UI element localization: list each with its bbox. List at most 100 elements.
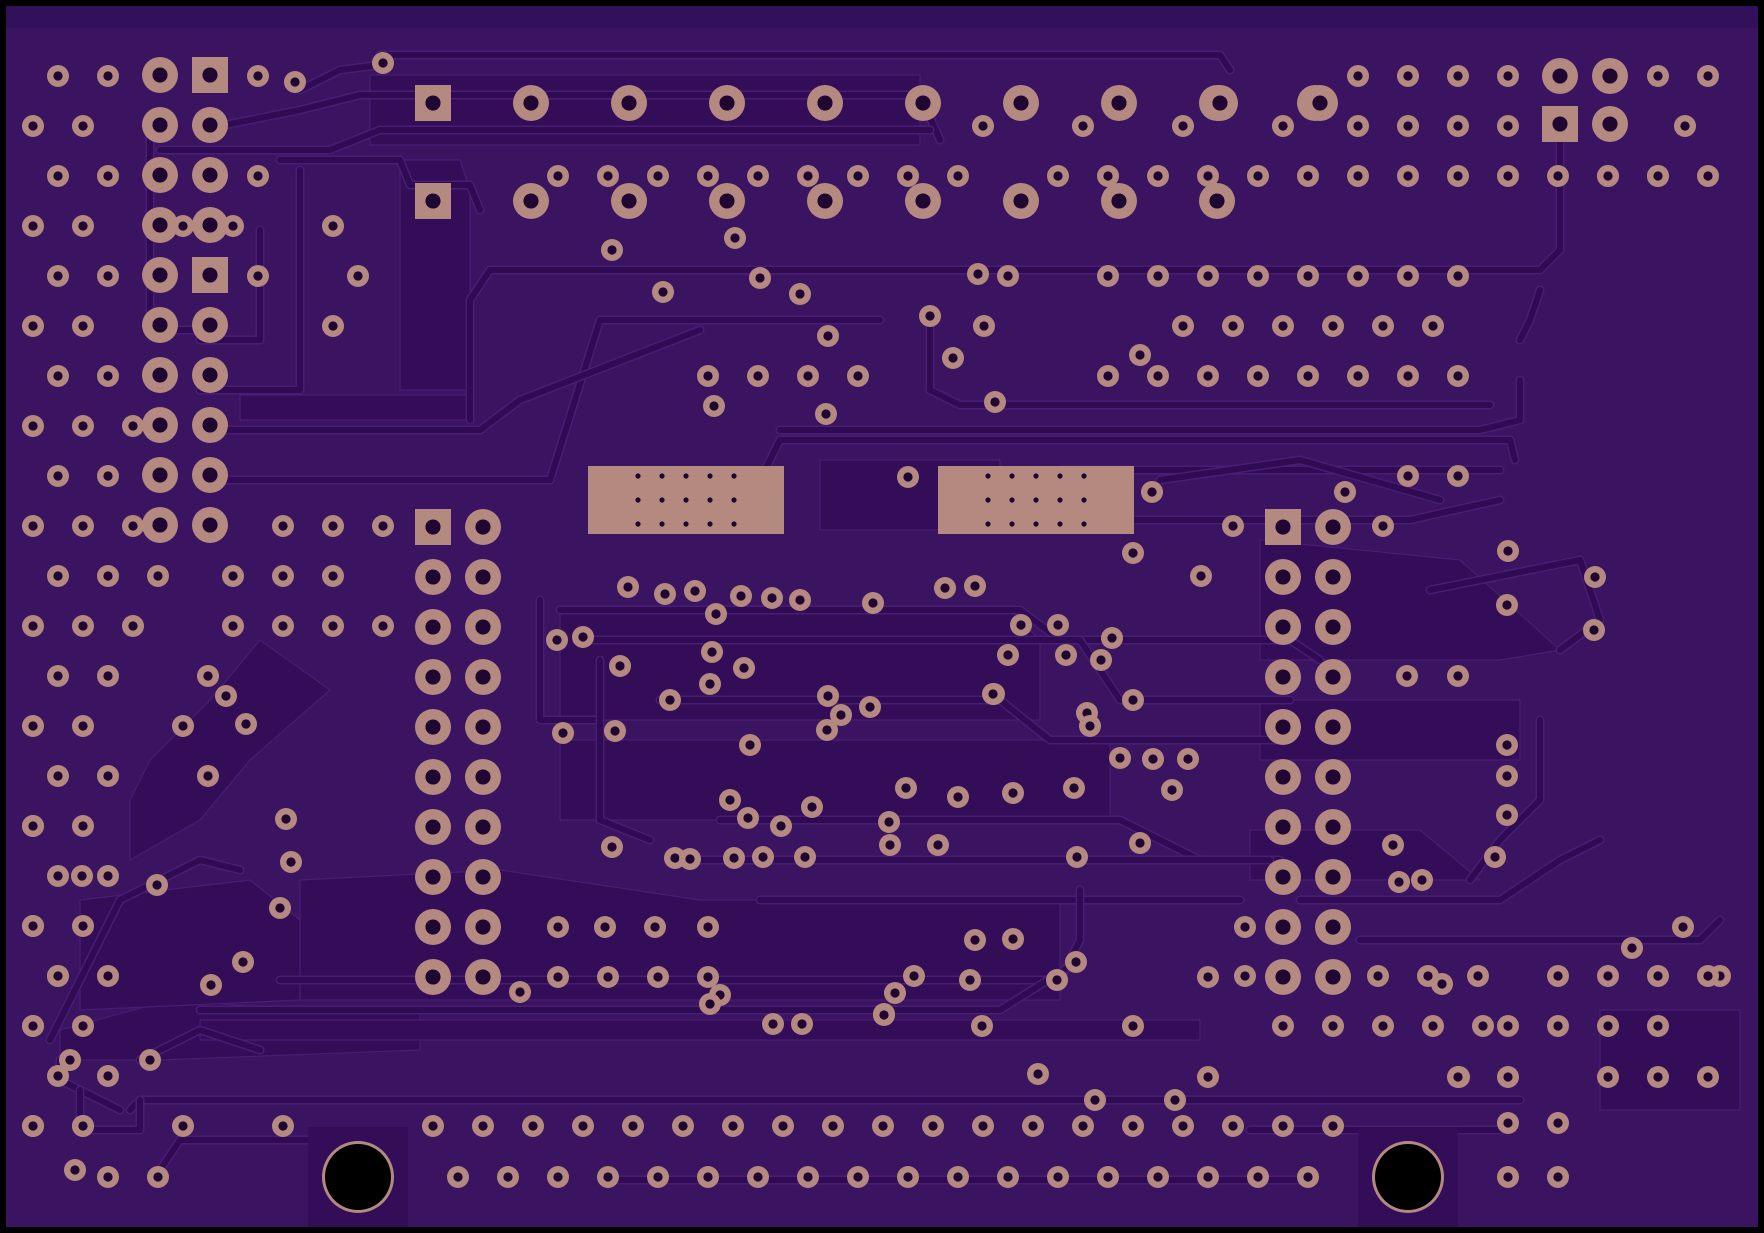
mid-via-drill [665, 695, 675, 705]
smd-via-0-1-1 [659, 497, 665, 503]
mid-via-drill [853, 371, 863, 381]
left-field-via-drill [103, 271, 113, 281]
left-field-via-drill [103, 771, 113, 781]
smd-via-0-2-2 [683, 521, 689, 527]
smd-via-0-0-0 [635, 473, 641, 479]
trace-9 [197, 317, 883, 483]
mid-via-drill [281, 814, 291, 824]
mid-via-drill [1394, 877, 1404, 887]
top-small-via-drill [703, 171, 713, 181]
mid-via-drill [658, 287, 668, 297]
left-field-via-drill [78, 1021, 88, 1031]
smd-via-0-0-1 [659, 473, 665, 479]
bottom-connector-drill [828, 1121, 838, 1131]
trace-15 [1127, 497, 1503, 523]
mid-via-drill [206, 980, 216, 990]
bottom-connector-drill [678, 1121, 688, 1131]
copper-pour-7 [559, 739, 1111, 821]
bottom-connector-drill [1253, 1172, 1263, 1182]
mid-via-drill [1502, 810, 1512, 820]
hdr-left-drill [152, 317, 168, 333]
left-misc-via-drill [328, 571, 338, 581]
top-small-via-drill [1153, 171, 1163, 181]
center-header-drill [425, 569, 441, 585]
mid-via-drill [973, 269, 983, 279]
hdr-left-drill [152, 217, 168, 233]
hdr-left-drill [202, 217, 218, 233]
mid-via-drill [1278, 1021, 1288, 1031]
left-misc-via-drill [253, 271, 263, 281]
trace-13 [757, 437, 1518, 483]
right-header-drill [1275, 869, 1291, 885]
top-small-via-drill [1603, 171, 1613, 181]
trace-34 [1357, 917, 1723, 943]
mid-via-drill [1183, 754, 1193, 764]
smd-via-0-0-3 [707, 473, 713, 479]
mid-via-drill [1378, 1021, 1388, 1031]
mid-via-drill [885, 840, 895, 850]
bottom-connector-drill [603, 1172, 613, 1182]
bottom-connector-drill [453, 1172, 463, 1182]
mid-via-drill [705, 679, 715, 689]
mid-via-drill [65, 1055, 75, 1065]
left-field-via-drill [28, 721, 38, 731]
mid-via-drill [755, 273, 765, 283]
mid-via-drill [1328, 1021, 1338, 1031]
right-header-drill [1325, 869, 1341, 885]
smd-pad-blocks [588, 466, 1134, 534]
hdr-left-drill [202, 517, 218, 533]
mid-via-drill [1016, 620, 1026, 630]
left-field-via-drill [128, 421, 138, 431]
hdr-left-drill [202, 467, 218, 483]
mid-via-drill [615, 661, 625, 671]
hdr-right-top-drill [1602, 116, 1618, 132]
center-header-drill [475, 519, 491, 535]
mid-via-drill [578, 632, 588, 642]
right-header-drill [1325, 969, 1341, 985]
top-small-via-drill [1253, 171, 1263, 181]
top-small-via-drill [1503, 71, 1513, 81]
mid-via-drill [730, 233, 740, 243]
right-header-drill [1275, 919, 1291, 935]
mid-via-drill [1373, 971, 1383, 981]
left-field-via-drill [103, 971, 113, 981]
center-header-drill [425, 969, 441, 985]
smd-via-1-2-2 [1033, 521, 1039, 527]
mid-via-drill [558, 728, 568, 738]
smd-via-0-1-3 [707, 497, 713, 503]
hdr-left-drill [202, 117, 218, 133]
hdr-right-top-drill [1312, 95, 1328, 111]
mid-via-drill [745, 740, 755, 750]
bottom-connector-drill [1328, 1121, 1338, 1131]
mid-right-via-drill [1403, 371, 1413, 381]
trace-19 [597, 657, 653, 843]
left-field-via-drill [78, 221, 88, 231]
trace-6 [197, 167, 303, 393]
mid-via-drill [1071, 957, 1081, 967]
top-row2-drill [1209, 193, 1225, 209]
hdr-right-top-drill [1602, 68, 1618, 84]
mid-right-via-drill [1353, 271, 1363, 281]
hdr-right-top-drill [1212, 95, 1228, 111]
copper-pour-14 [1599, 1009, 1741, 1111]
top-row2-drill [719, 193, 735, 209]
center-header-drill [475, 569, 491, 585]
mid-via-drill [1388, 840, 1398, 850]
smd-via-1-1-2 [1033, 497, 1039, 503]
mid-via-drill [1503, 546, 1513, 556]
left-field-via-drill [28, 321, 38, 331]
mid-via-drill [552, 635, 562, 645]
left-field-via-drill [28, 621, 38, 631]
bottom-connector-drill [1053, 1172, 1063, 1182]
top-small-via-drill [603, 171, 613, 181]
center-header-drill [425, 669, 441, 685]
left-misc-via-drill [378, 58, 388, 68]
mid-via-drill [286, 857, 296, 867]
top-small-via-drill [753, 171, 763, 181]
left-field-via-drill [78, 121, 88, 131]
hdr-right-top-drill [1552, 68, 1568, 84]
mid-via-drill [1203, 972, 1213, 982]
top-row2-drill [621, 193, 637, 209]
left-misc-via-drill [278, 621, 288, 631]
